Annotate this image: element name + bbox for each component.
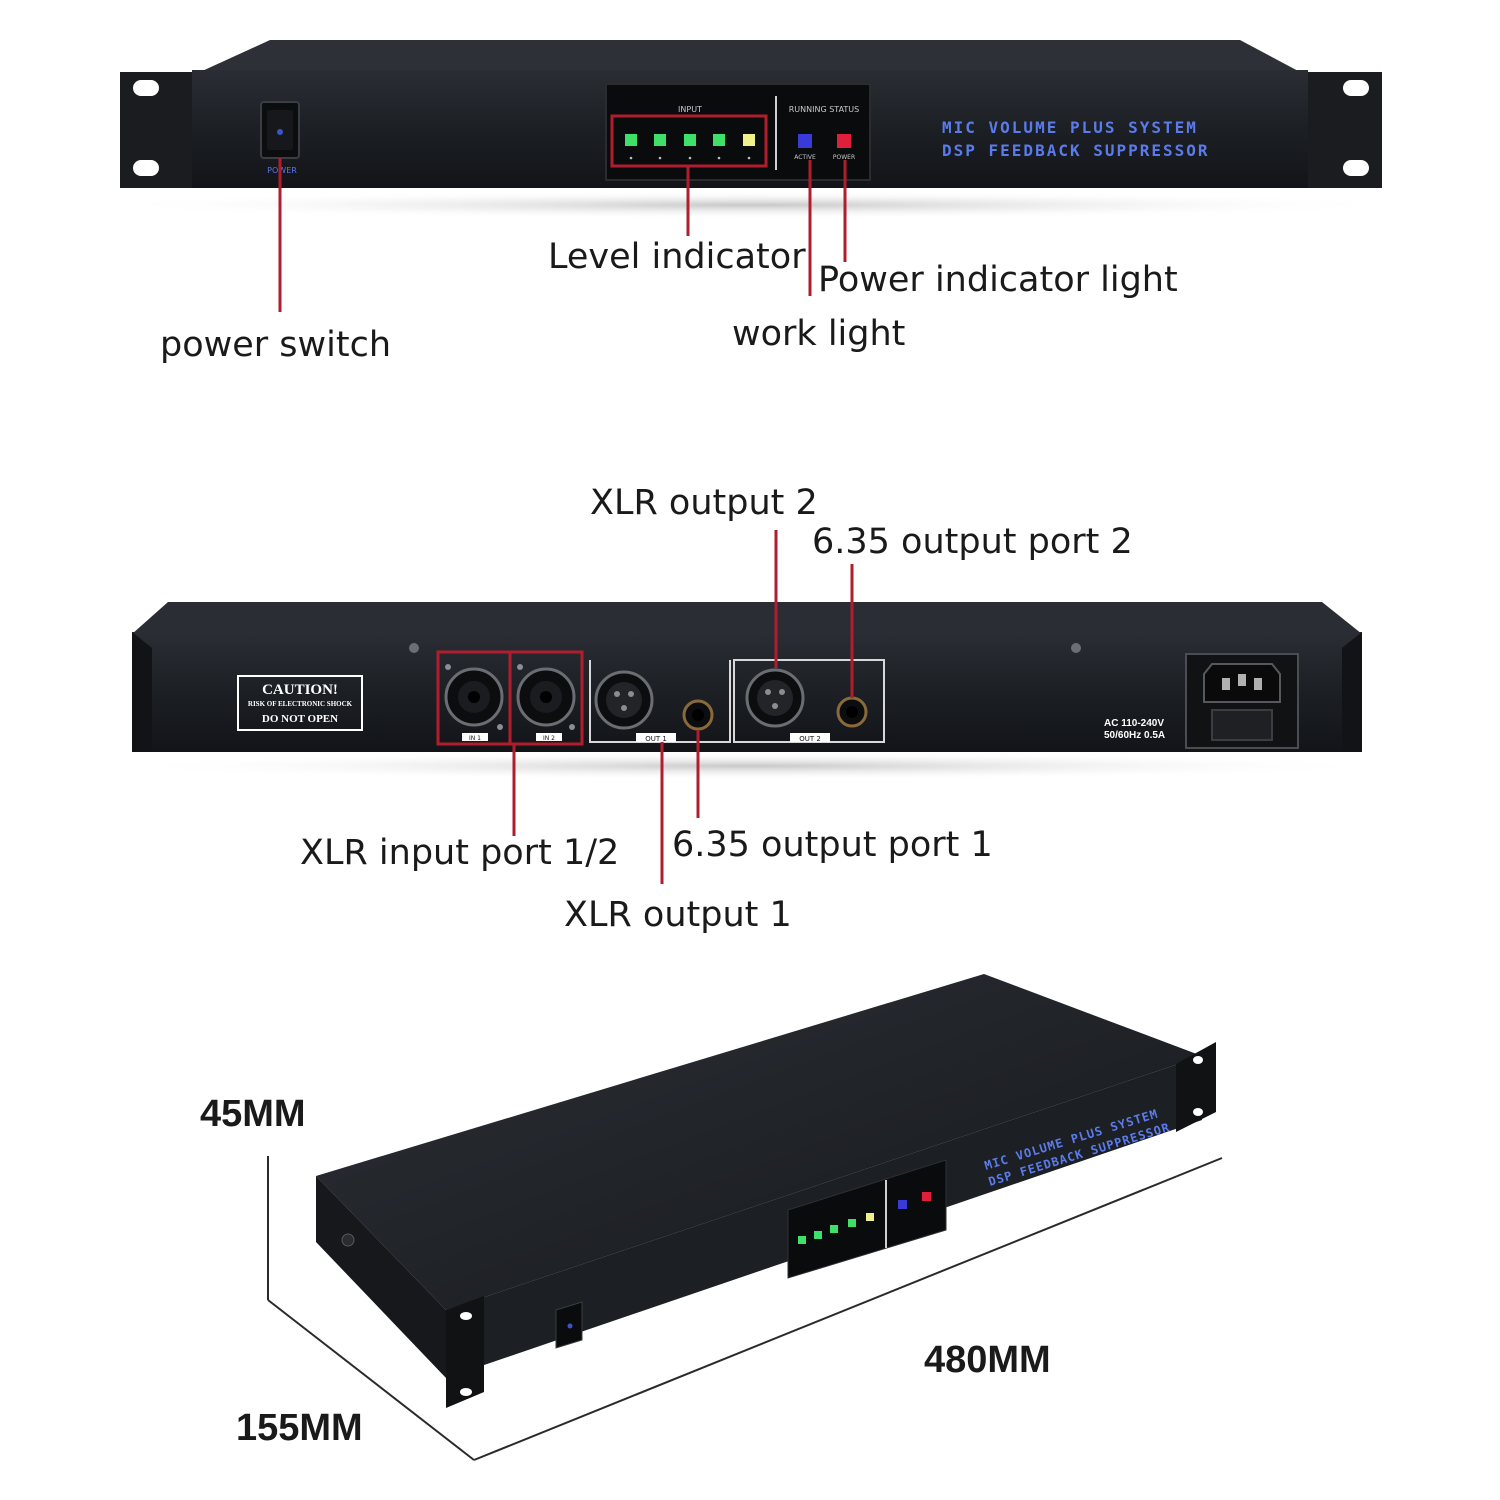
rack-ear-hole bbox=[1343, 160, 1369, 176]
isometric-view: MIC VOLUME PLUS SYSTEM DSP FEEDBACK SUPP… bbox=[267, 974, 1223, 1461]
in-2-plate bbox=[536, 733, 562, 741]
iso-level-leds bbox=[798, 1213, 874, 1244]
caution-line-2: RISK OF ELECTRONIC SHOCK bbox=[248, 700, 353, 708]
dimension-lines bbox=[267, 1156, 1223, 1461]
callout-635-output-port-2: 6.35 output port 2 bbox=[812, 522, 1133, 562]
caution-label: CAUTION! RISK OF ELECTRONIC SHOCK DO NOT… bbox=[237, 675, 363, 731]
caution-title: CAUTION! bbox=[262, 682, 338, 698]
spec-line-2: 50/60Hz 0.5A bbox=[1104, 730, 1165, 741]
rear-callout-lines bbox=[512, 530, 854, 884]
out-2-plate bbox=[790, 733, 830, 742]
iso-ear-hole bbox=[1193, 1108, 1203, 1116]
iso-top-surface bbox=[316, 974, 1202, 1310]
iso-ear-hole bbox=[460, 1312, 472, 1320]
xlr-output-1 bbox=[594, 670, 654, 730]
iso-work-light-led bbox=[898, 1200, 907, 1209]
callout-xlr-output-1: XLR output 1 bbox=[564, 895, 792, 935]
brand-line-1: MIC VOLUME PLUS SYSTEM bbox=[942, 118, 1198, 137]
left-rack-ear bbox=[120, 72, 200, 188]
front-shadow bbox=[90, 191, 1410, 219]
iso-power-led bbox=[922, 1192, 931, 1201]
caution-line-3: DO NOT OPEN bbox=[262, 713, 338, 725]
rack-ear-hole bbox=[1343, 80, 1369, 96]
out-1-label: OUT 1 bbox=[645, 735, 667, 743]
output-635-port-1 bbox=[682, 699, 714, 731]
in-1-plate bbox=[462, 733, 488, 741]
iso-power-switch-icon bbox=[567, 1323, 573, 1329]
active-label: ACTIVE bbox=[794, 154, 816, 161]
callout-power-switch: power switch bbox=[160, 325, 391, 365]
xlr-input-1 bbox=[444, 664, 504, 730]
output-635-port-2 bbox=[836, 696, 868, 728]
iso-side-face bbox=[316, 1176, 446, 1378]
callout-635-output-port-1: 6.35 output port 1 bbox=[672, 825, 993, 865]
iso-right-ear bbox=[1176, 1042, 1216, 1132]
iso-ear-hole bbox=[460, 1388, 472, 1396]
out-2-label: OUT 2 bbox=[799, 735, 821, 743]
dimension-depth: 155MM bbox=[236, 1407, 363, 1449]
input-title: INPUT bbox=[678, 105, 702, 114]
front-panel-view: POWER INPUT RUNNING STATUS ACTIVE POWER … bbox=[90, 40, 1410, 219]
callout-xlr-input-port: XLR input port 1/2 bbox=[300, 833, 619, 873]
level-indicator bbox=[625, 134, 755, 160]
dimension-height: 45MM bbox=[200, 1093, 306, 1135]
power-led-label: POWER bbox=[833, 154, 855, 161]
display-window bbox=[605, 83, 871, 181]
power-switch[interactable] bbox=[260, 101, 300, 159]
power-switch-label: POWER bbox=[267, 166, 297, 175]
power-inlet bbox=[1185, 653, 1299, 749]
brand-line-2: DSP FEEDBACK SUPPRESSOR bbox=[942, 141, 1210, 160]
out-1-plate bbox=[636, 733, 676, 742]
spec-line-1: AC 110-240V bbox=[1104, 718, 1164, 729]
in-1-label: IN 1 bbox=[469, 735, 481, 742]
iso-side-screw bbox=[341, 1233, 355, 1247]
rear-panel-view: CAUTION! RISK OF ELECTRONIC SHOCK DO NOT… bbox=[110, 602, 1390, 780]
rack-ear-hole bbox=[133, 80, 159, 96]
in-2-label: IN 2 bbox=[543, 735, 555, 742]
work-light-led bbox=[798, 134, 812, 148]
screw bbox=[1071, 643, 1081, 653]
callout-power-indicator-light: Power indicator light bbox=[818, 260, 1178, 300]
rack-ear-hole bbox=[133, 160, 159, 176]
rear-shadow bbox=[110, 752, 1390, 780]
callout-level-indicator: Level indicator bbox=[548, 237, 806, 277]
xlr-input-2 bbox=[516, 664, 576, 730]
iso-left-ear bbox=[446, 1296, 484, 1408]
front-callout-lines bbox=[278, 158, 847, 312]
power-indicator-led bbox=[837, 134, 851, 148]
front-top-edge bbox=[200, 40, 1300, 72]
iso-ear-hole bbox=[1193, 1056, 1203, 1064]
status-title: RUNNING STATUS bbox=[789, 105, 859, 114]
dimension-width: 480MM bbox=[924, 1339, 1051, 1381]
rear-left-side bbox=[132, 632, 152, 752]
right-rack-ear bbox=[1300, 72, 1382, 188]
callout-work-light: work light bbox=[732, 314, 905, 354]
rear-right-side bbox=[1342, 632, 1362, 752]
rear-top-edge bbox=[132, 602, 1362, 634]
screw bbox=[409, 643, 419, 653]
xlr-output-2 bbox=[745, 668, 805, 728]
out-2-frame bbox=[733, 659, 885, 743]
callout-xlr-output-2: XLR output 2 bbox=[590, 483, 818, 523]
power-switch-icon bbox=[277, 129, 283, 135]
